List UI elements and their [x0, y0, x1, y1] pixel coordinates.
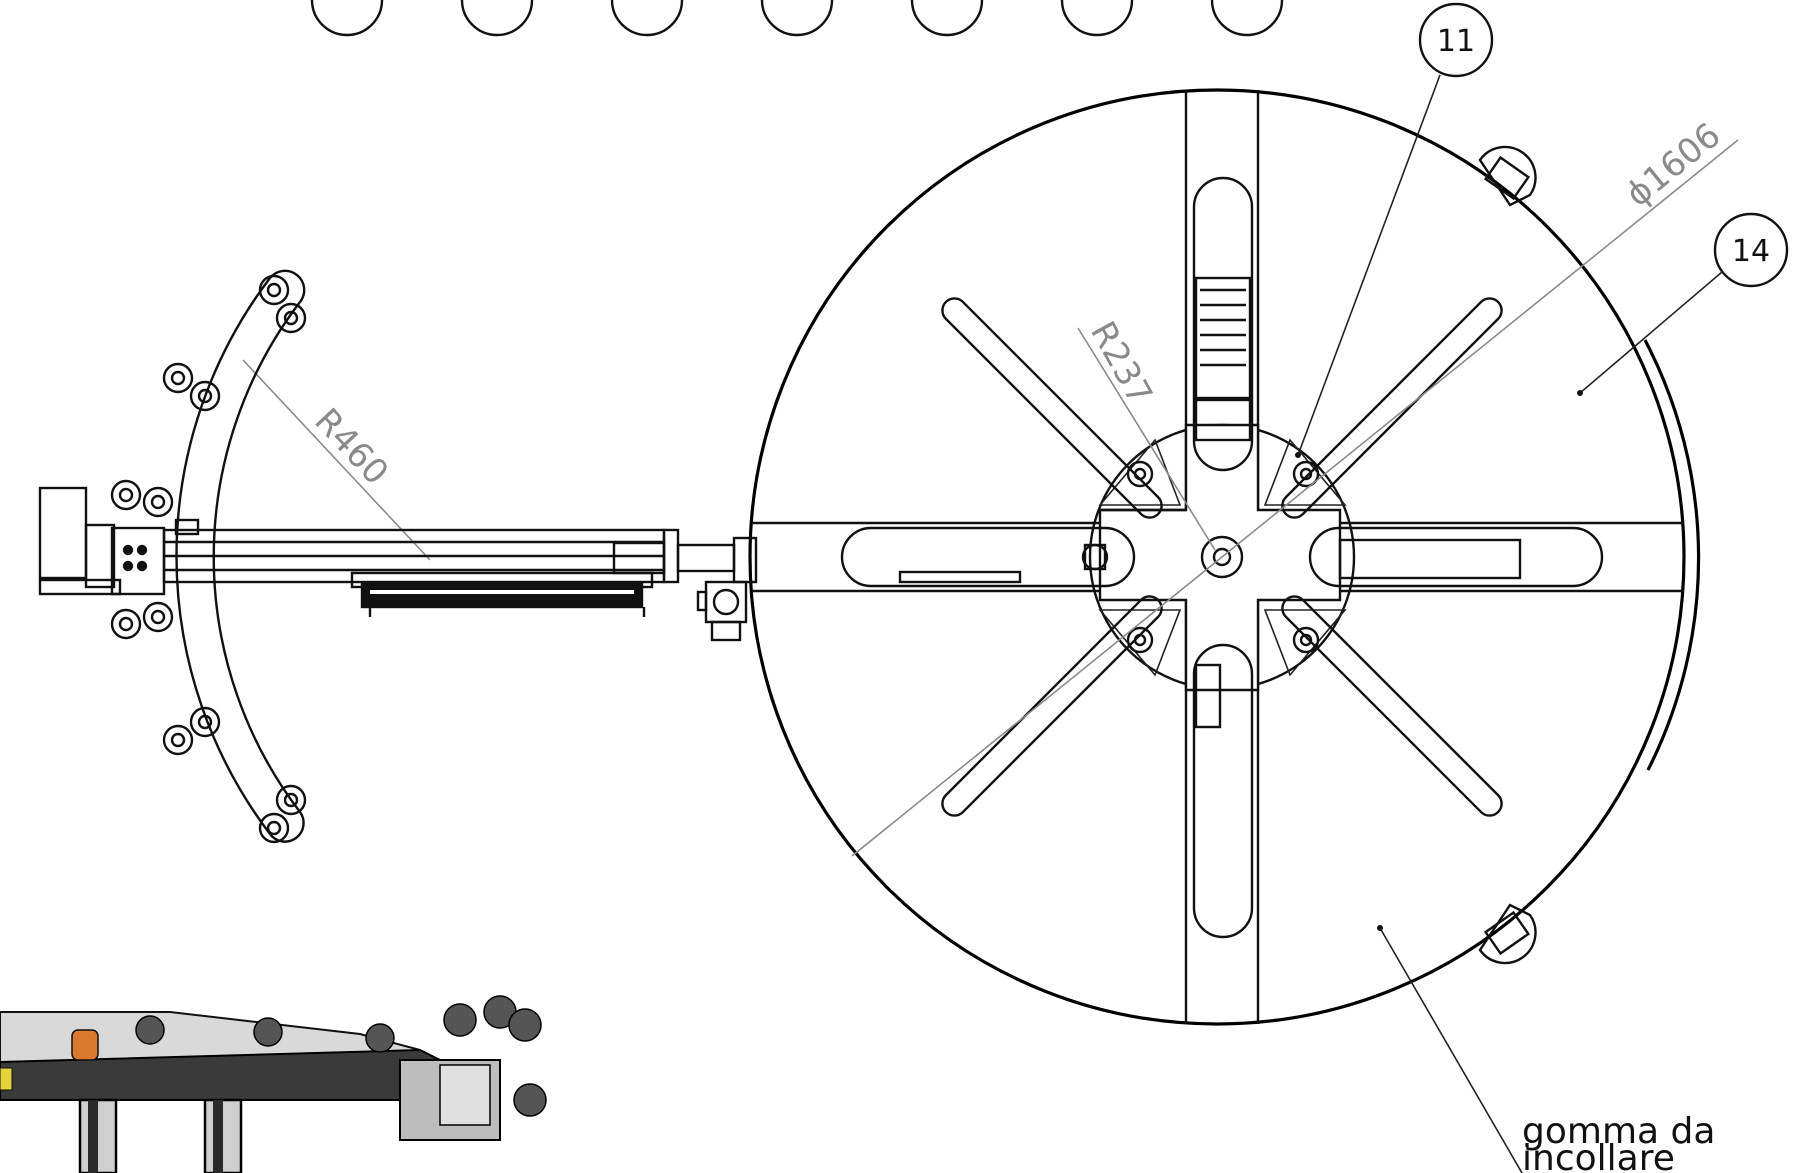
rotary-table	[748, 88, 1701, 1026]
arm-assembly	[38, 269, 758, 844]
central-hub	[1088, 423, 1356, 692]
radius-arc-label: R460	[306, 401, 396, 493]
diameter-dimension: ϕ1606	[851, 115, 1739, 857]
support-roller-top	[1478, 145, 1537, 207]
diagonal-slot-sw	[941, 595, 1163, 817]
hub-ring-outer	[1200, 535, 1244, 579]
gearbox	[696, 580, 748, 642]
svg-text:ϕ1606: ϕ1606	[1618, 115, 1728, 215]
hub-ring-inner	[1212, 547, 1232, 567]
diagonal-slot-se	[1281, 595, 1503, 817]
note-line-2: incollare	[1522, 1138, 1675, 1173]
pneumatic-cylinder	[350, 571, 654, 617]
support-roller-bottom	[1478, 903, 1537, 965]
arc-rollers	[110, 274, 307, 844]
note-line-1: gomma da	[1522, 1111, 1715, 1152]
balloon-14: 14	[1577, 212, 1789, 396]
table-rim	[1643, 339, 1701, 771]
table-disc	[748, 88, 1686, 1026]
slot-left	[840, 526, 1136, 588]
balloon-14-number: 14	[1732, 234, 1770, 269]
arm-beam	[162, 518, 758, 584]
perspective-view	[0, 995, 547, 1173]
diagonal-slot-ne	[1281, 297, 1503, 519]
note-leader	[1377, 925, 1523, 1173]
top-partial-balloons	[310, 0, 1284, 37]
arm-end-block	[38, 486, 166, 596]
balloon-11: 11	[1295, 2, 1494, 458]
slot-top	[1192, 176, 1254, 472]
hub-bolts	[1126, 460, 1320, 654]
slot-right	[1308, 526, 1604, 588]
diagonal-slot-nw	[941, 297, 1163, 519]
balloon-11-number: 11	[1437, 24, 1475, 59]
slot-bottom	[1192, 643, 1254, 939]
radius-small-label: R237	[1082, 315, 1160, 412]
